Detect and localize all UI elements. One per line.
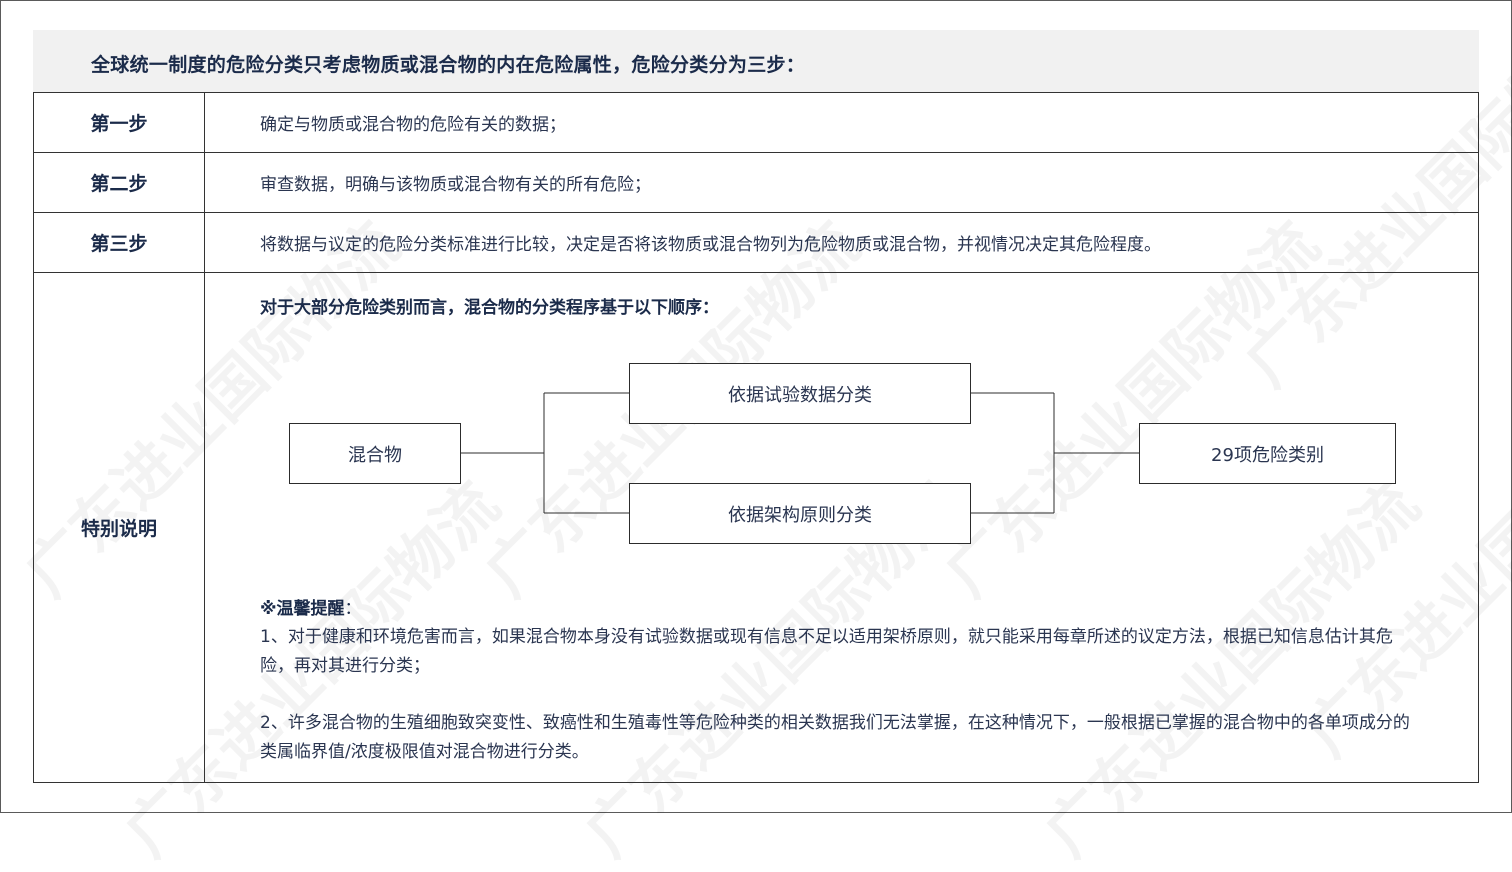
tip-item-1: 1、对于健康和环境危害而言，如果混合物本身没有试验数据或现有信息不足以适用架桥原… [260, 627, 1393, 676]
step-content: 审查数据，明确与该物质或混合物有关的所有危险； [260, 175, 651, 195]
step-content: 确定与物质或混合物的危险有关的数据； [260, 115, 566, 135]
flow-box-test-data: 依据试验数据分类 [629, 363, 971, 424]
special-label: 特别说明 [34, 273, 205, 782]
table-row-step-1: 第一步 确定与物质或混合物的危险有关的数据； [34, 93, 1478, 153]
tip-item-2: 2、许多混合物的生殖细胞致突变性、致癌性和生殖毒性等危险种类的相关数据我们无法掌… [260, 713, 1410, 762]
flow-connectors [459, 392, 1139, 514]
step-content: 将数据与议定的危险分类标准进行比较，决定是否将该物质或混合物列为危险物质或混合物… [260, 235, 1161, 255]
step-label: 第三步 [34, 213, 205, 272]
header-band: 全球统一制度的危险分类只考虑物质或混合物的内在危险属性，危险分类分为三步： [33, 30, 1479, 92]
flow-box-mixture: 混合物 [289, 423, 461, 484]
classification-table: 第一步 确定与物质或混合物的危险有关的数据； 第二步 审查数据，明确与该物质或混… [33, 92, 1479, 783]
table-row-step-3: 第三步 将数据与议定的危险分类标准进行比较，决定是否将该物质或混合物列为危险物质… [34, 213, 1478, 273]
page-title: 全球统一制度的危险分类只考虑物质或混合物的内在危险属性，危险分类分为三步： [91, 54, 806, 76]
flow-box-hazard-classes: 29项危险类别 [1139, 423, 1396, 484]
table-row-step-2: 第二步 审查数据，明确与该物质或混合物有关的所有危险； [34, 153, 1478, 213]
step-label: 第一步 [34, 93, 205, 152]
tips-title-colon: ： [344, 599, 362, 619]
flow-box-bridging-principles: 依据架构原则分类 [629, 483, 971, 544]
step-label: 第二步 [34, 153, 205, 212]
tips-title: ※温馨提醒： [260, 594, 362, 619]
special-heading: 对于大部分危险类别而言，混合物的分类程序基于以下顺序： [260, 298, 719, 318]
table-row-special: 特别说明 对于大部分危险类别而言，混合物的分类程序基于以下顺序： 混合物 依据试… [34, 273, 1478, 782]
tips-title-text: ※温馨提醒 [260, 599, 345, 619]
